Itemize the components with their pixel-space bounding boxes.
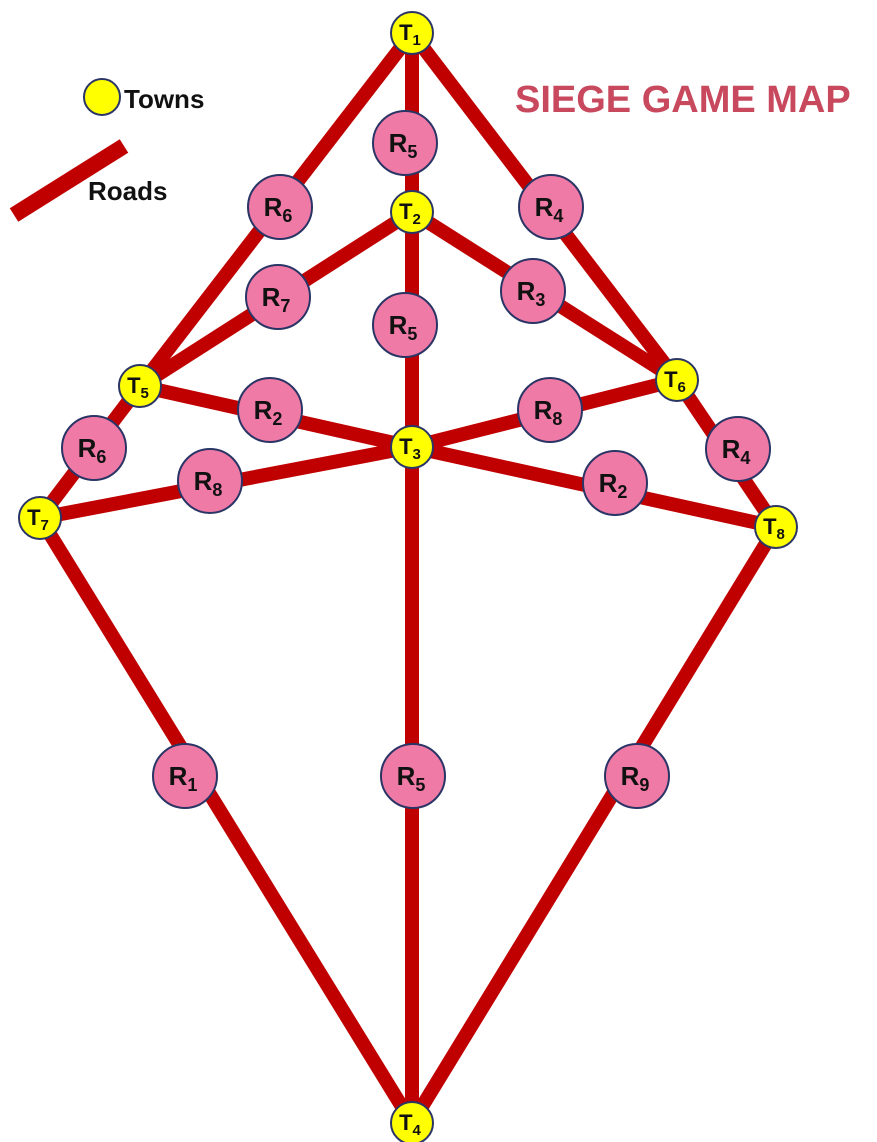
town-label-text: T7 [27,505,49,534]
legend-roads-label: Roads [88,176,167,206]
town-circle [390,190,434,234]
road-label-text: R2 [599,468,628,502]
road-label-circle [518,174,584,240]
town-label-text: T4 [399,1110,421,1139]
legend-towns-label: Towns [124,84,204,114]
road-label-text: R8 [534,395,563,429]
road-label-r8: R8 [177,448,243,514]
road-label-circle [517,377,583,443]
town-circle [390,1101,434,1142]
road-label-circle [152,743,218,809]
road-label-text: R1 [169,761,198,795]
town-t8: T8 [754,505,798,549]
town-circle [390,425,434,469]
road-label-r4: R4 [705,416,771,482]
road-label-circle [582,450,648,516]
road-label-text: R7 [262,282,291,316]
town-label-text: T8 [763,514,785,543]
town-t3: T3 [390,425,434,469]
road-label-r9: R9 [604,743,670,809]
road-label-text: R8 [194,466,223,500]
road-label-r2: R2 [237,377,303,443]
road-label-circle [380,743,446,809]
road-label-r6: R6 [61,415,127,481]
road-label-circle [604,743,670,809]
road-label-circle [245,264,311,330]
road-label-text: R6 [264,192,293,226]
road-label-r5: R5 [372,292,438,358]
town-t6: T6 [655,358,699,402]
legend-town-icon [83,78,121,116]
road-label-circle [177,448,243,514]
road-label-circle [372,292,438,358]
map-title: SIEGE GAME MAP [515,79,851,121]
road-label-r5: R5 [372,110,438,176]
road-label-circle [247,174,313,240]
town-label-text: T6 [664,367,686,396]
road-label-text: R5 [389,310,418,344]
road-label-r5: R5 [380,743,446,809]
town-label-text: T5 [127,373,149,402]
road-t8-t4 [406,523,782,1127]
road-label-text: R4 [535,192,564,226]
road-label-text: R9 [621,761,650,795]
town-t5: T5 [118,364,162,408]
town-circle [754,505,798,549]
town-circle [118,364,162,408]
town-t4: T4 [390,1101,434,1142]
road-label-circle [705,416,771,482]
road-label-circle [372,110,438,176]
road-label-text: R2 [254,395,283,429]
road-label-r7: R7 [245,264,311,330]
town-circle [18,496,62,540]
road-label-text: R4 [722,434,751,468]
road-label-circle [500,258,566,324]
road-t7-t4 [34,514,418,1127]
road-label-r8: R8 [517,377,583,443]
town-circle [655,358,699,402]
road-label-r6: R6 [247,174,313,240]
town-label-text: T2 [399,199,421,228]
road-label-text: R3 [517,276,546,310]
town-label-text: T3 [399,434,421,463]
road-label-circle [61,415,127,481]
town-circle [390,11,434,55]
road-label-r2: R2 [582,450,648,516]
town-t7: T7 [18,496,62,540]
town-label-text: T1 [399,20,421,49]
legend: Towns Roads [9,78,204,222]
town-t2: T2 [390,190,434,234]
road-label-r3: R3 [500,258,566,324]
road-label-circle [237,377,303,443]
road-label-text: R5 [397,761,426,795]
road-label-text: R5 [389,128,418,162]
town-t1: T1 [390,11,434,55]
road-label-text: R6 [78,433,107,467]
road-label-r4: R4 [518,174,584,240]
legend-road-icon [9,139,129,222]
road-label-r1: R1 [152,743,218,809]
